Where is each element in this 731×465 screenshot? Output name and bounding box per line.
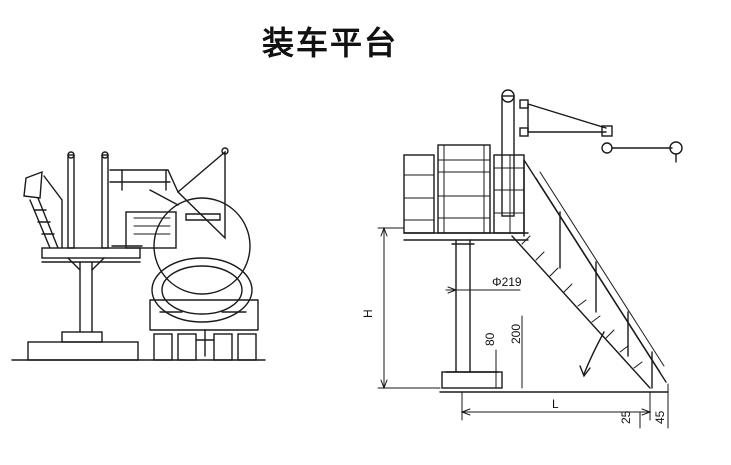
right-elevation-view: [377, 89, 683, 429]
height-dimension-label: H: [361, 309, 375, 318]
dimension-25-label: 25: [619, 410, 633, 424]
dimension-80-label: 80: [483, 332, 497, 346]
pipe-diameter-label: Φ219: [492, 275, 522, 289]
diagram-title: 装车平台: [261, 24, 398, 62]
length-dimension-label: L: [552, 397, 559, 411]
dimension-200-label: 200: [509, 324, 523, 344]
left-side-view: [11, 147, 266, 361]
dimension-45-label: 45: [653, 410, 667, 424]
